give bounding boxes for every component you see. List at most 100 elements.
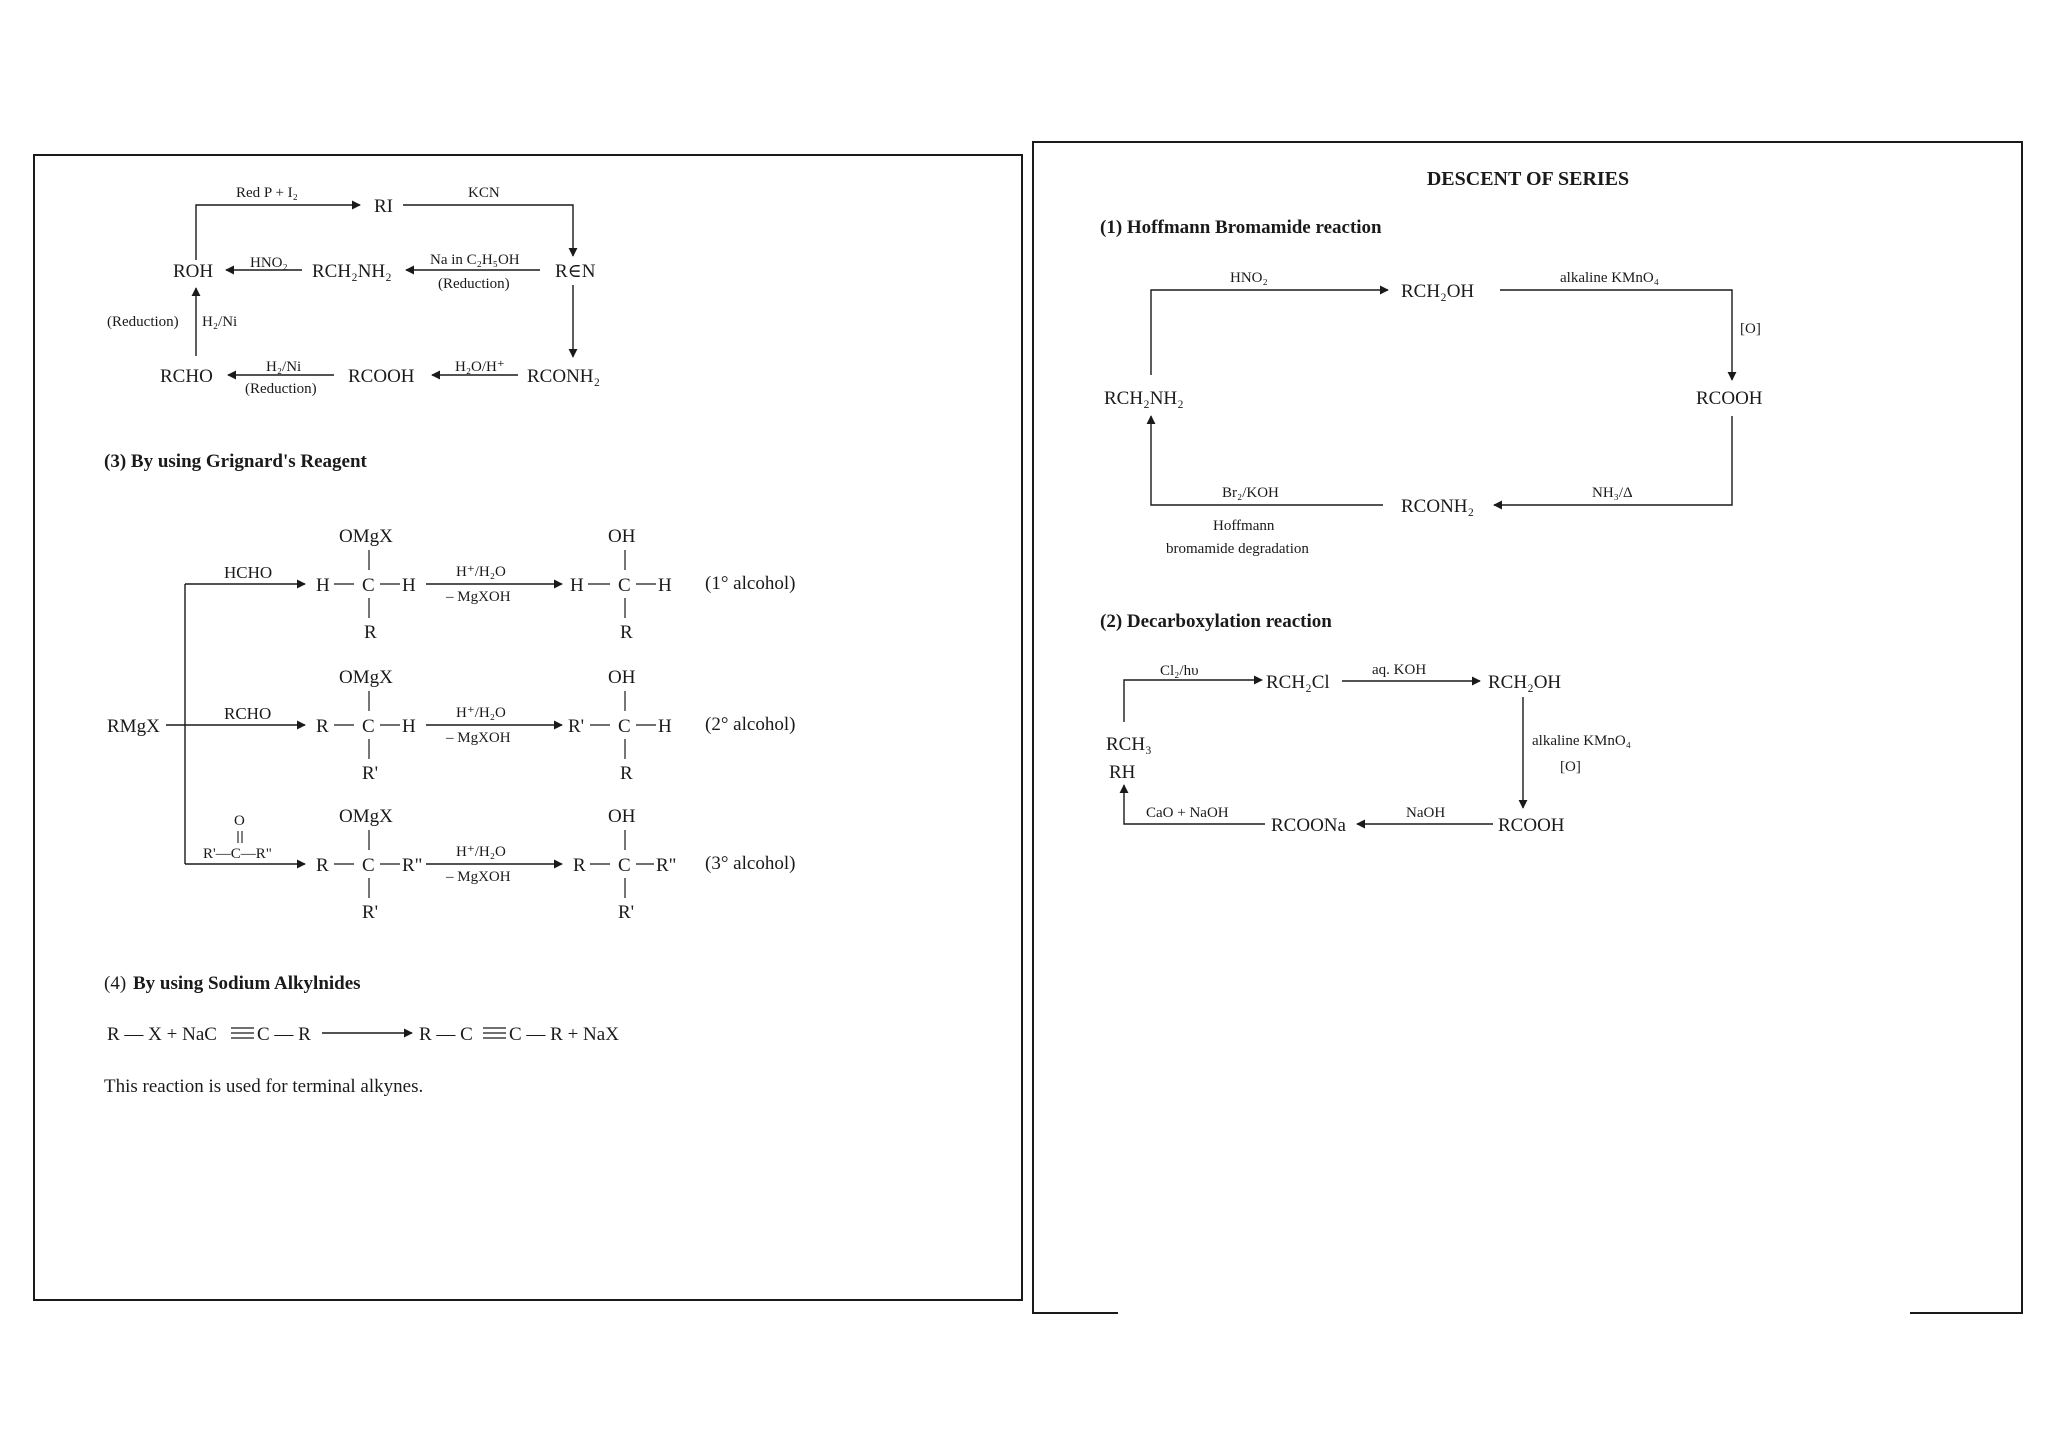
row2-product-bottom: R — [620, 763, 633, 784]
reduction-label-top: (Reduction) — [438, 276, 510, 292]
h2o-h-label: H₂O/H⁺ — [455, 359, 505, 375]
row3-intermediate-right: R" — [402, 855, 422, 876]
alkynide-section: (4) By using Sodium Alkylnides R — X + N… — [104, 973, 619, 1097]
row3-product-right: R" — [656, 855, 676, 876]
alkyne-product: R — C — [419, 1024, 473, 1045]
hcho-reagent: HCHO — [224, 563, 272, 582]
row2-product-left: R' — [568, 716, 584, 737]
na-c2h5oh-label: Na in C₂H₅OH — [430, 252, 520, 268]
hoffmann-label: Hoffmann — [1213, 518, 1275, 534]
rcho-reagent: RCHO — [224, 704, 271, 723]
aq-koh-label: aq. KOH — [1372, 662, 1426, 678]
nh3-heat-label: NH₃/Δ — [1592, 485, 1633, 501]
row2-intermediate-right: H — [402, 716, 416, 737]
row1-intermediate-top: OMgX — [339, 526, 393, 547]
hno2-label-right: HNO₂ — [1230, 270, 1268, 286]
row2-condition-top: H⁺/H₂O — [456, 705, 506, 721]
alkaline-kmno4-label: alkaline KMnO₄ — [1560, 270, 1659, 286]
row3-alcohol-type: (3° alcohol) — [705, 853, 795, 874]
row1-product-carbon: C — [618, 575, 631, 596]
row3-condition-bottom: – MgXOH — [445, 869, 511, 885]
row3-product-bottom: R' — [618, 902, 634, 923]
br2-koh-label: Br₂/KOH — [1222, 485, 1279, 501]
row1-intermediate-right: H — [402, 575, 416, 596]
row1-condition-bottom: – MgXOH — [445, 589, 511, 605]
row2-condition-bottom: – MgXOH — [445, 730, 511, 746]
rcooh-compound-right: RCOOH — [1696, 388, 1763, 409]
naoh-label: NaOH — [1406, 805, 1445, 821]
row2-alcohol-type: (2° alcohol) — [705, 714, 795, 735]
right-panel-border — [1032, 141, 2023, 1314]
oxidation-label: [O] — [1740, 321, 1761, 337]
alkynide-reactant-end: C — R — [257, 1024, 311, 1045]
rcn-compound: R∈N — [555, 261, 596, 282]
kcn-label: KCN — [468, 185, 500, 201]
cl2-hv-label: Cl₂/hυ — [1160, 663, 1199, 679]
ketone-reagent: R'—C—R" — [203, 846, 272, 862]
hno2-label: HNO₂ — [250, 255, 288, 271]
rcooh-compound: RCOOH — [348, 366, 415, 387]
reduction-label-left: (Reduction) — [107, 314, 179, 330]
row2-intermediate-left: R — [316, 716, 329, 737]
hoffmann-heading: (1) Hoffmann Bromamide reaction — [1100, 217, 1382, 238]
rch2nh2-compound: RCH₂NH₂ — [312, 261, 392, 282]
row3-intermediate-carbon: C — [362, 855, 375, 876]
rcooh-compound-decarbox: RCOOH — [1498, 815, 1565, 836]
row1-product-top: OH — [608, 526, 636, 547]
alkaline-kmno4-label-decarbox: alkaline KMnO₄ — [1532, 733, 1631, 749]
rch2oh-compound-decarbox: RCH₂OH — [1488, 672, 1561, 693]
row3-product-top: OH — [608, 806, 636, 827]
row2-product-right: H — [658, 716, 672, 737]
rconh2-compound-right: RCONH₂ — [1401, 496, 1474, 517]
row1-condition-top: H⁺/H₂O — [456, 564, 506, 580]
row2-intermediate-bottom: R' — [362, 763, 378, 784]
h2-ni-label-bottom: H₂/Ni — [266, 359, 301, 375]
left-panel-border — [33, 154, 1023, 1301]
row3-intermediate-left: R — [316, 855, 329, 876]
descent-series-title: DESCENT OF SERIES — [1427, 168, 1629, 190]
row1-intermediate-bottom: R — [364, 622, 377, 643]
row3-intermediate-top: OMgX — [339, 806, 393, 827]
roh-compound: ROH — [173, 261, 213, 282]
bromamide-degradation-label: bromamide degradation — [1166, 541, 1309, 557]
row2-intermediate-carbon: C — [362, 716, 375, 737]
alkynide-note: This reaction is used for terminal alkyn… — [104, 1076, 423, 1097]
row3-condition-top: H⁺/H₂O — [456, 844, 506, 860]
row3-intermediate-bottom: R' — [362, 902, 378, 923]
red-p-label: Red P + I₂ — [236, 185, 298, 201]
row1-product-right: H — [658, 575, 672, 596]
rmgx-reagent: RMgX — [107, 716, 160, 737]
grignard-heading: (3) By using Grignard's Reagent — [104, 451, 368, 472]
row3-product-carbon: C — [618, 855, 631, 876]
row2-intermediate-top: OMgX — [339, 667, 393, 688]
row1-intermediate-left: H — [316, 575, 330, 596]
alcohol-cycle-scheme: Red P + I₂ RI KCN ROH HNO₂ RCH₂NH₂ Na in… — [107, 185, 600, 397]
decarboxylation-heading: (2) Decarboxylation reaction — [1100, 611, 1332, 632]
row3-product-left: R — [573, 855, 586, 876]
rcho-compound: RCHO — [160, 366, 213, 387]
row2-product-top: OH — [608, 667, 636, 688]
alkynide-heading-number: (4) — [104, 973, 126, 994]
ketone-oxygen: O — [234, 813, 245, 829]
grignard-scheme: RMgX HCHO OMgX H C H R H⁺/H₂O – MgXOH OH… — [107, 526, 795, 923]
h2-ni-label-left: H₂/Ni — [202, 314, 237, 330]
rch2oh-compound-right: RCH₂OH — [1401, 281, 1474, 302]
row1-intermediate-carbon: C — [362, 575, 375, 596]
row2-product-carbon: C — [618, 716, 631, 737]
reduction-label-bottom: (Reduction) — [245, 381, 317, 397]
alkynide-reactant: R — X + NaC — [107, 1024, 217, 1045]
oxidation-label-decarbox: [O] — [1560, 759, 1581, 775]
row1-product-left: H — [570, 575, 584, 596]
row1-product-bottom: R — [620, 622, 633, 643]
ri-compound: RI — [374, 196, 393, 217]
hoffmann-scheme: HNO₂ RCH₂OH alkaline KMnO₄ [O] RCH₂NH₂ R… — [1104, 270, 1763, 557]
cao-naoh-label: CaO + NaOH — [1146, 805, 1229, 821]
rch2nh2-compound-right: RCH₂NH₂ — [1104, 388, 1184, 409]
rh-compound: RH — [1109, 762, 1136, 783]
alkynide-heading: By using Sodium Alkylnides — [133, 973, 361, 994]
rcoona-compound: RCOONa — [1271, 815, 1347, 836]
rch2cl-compound: RCH₂Cl — [1266, 672, 1330, 693]
row1-alcohol-type: (1° alcohol) — [705, 573, 795, 594]
decarboxylation-scheme: Cl₂/hυ RCH₂Cl aq. KOH RCH₂OH RCH₃ RH alk… — [1106, 662, 1631, 836]
alkyne-product-end: C — R + NaX — [509, 1024, 619, 1045]
